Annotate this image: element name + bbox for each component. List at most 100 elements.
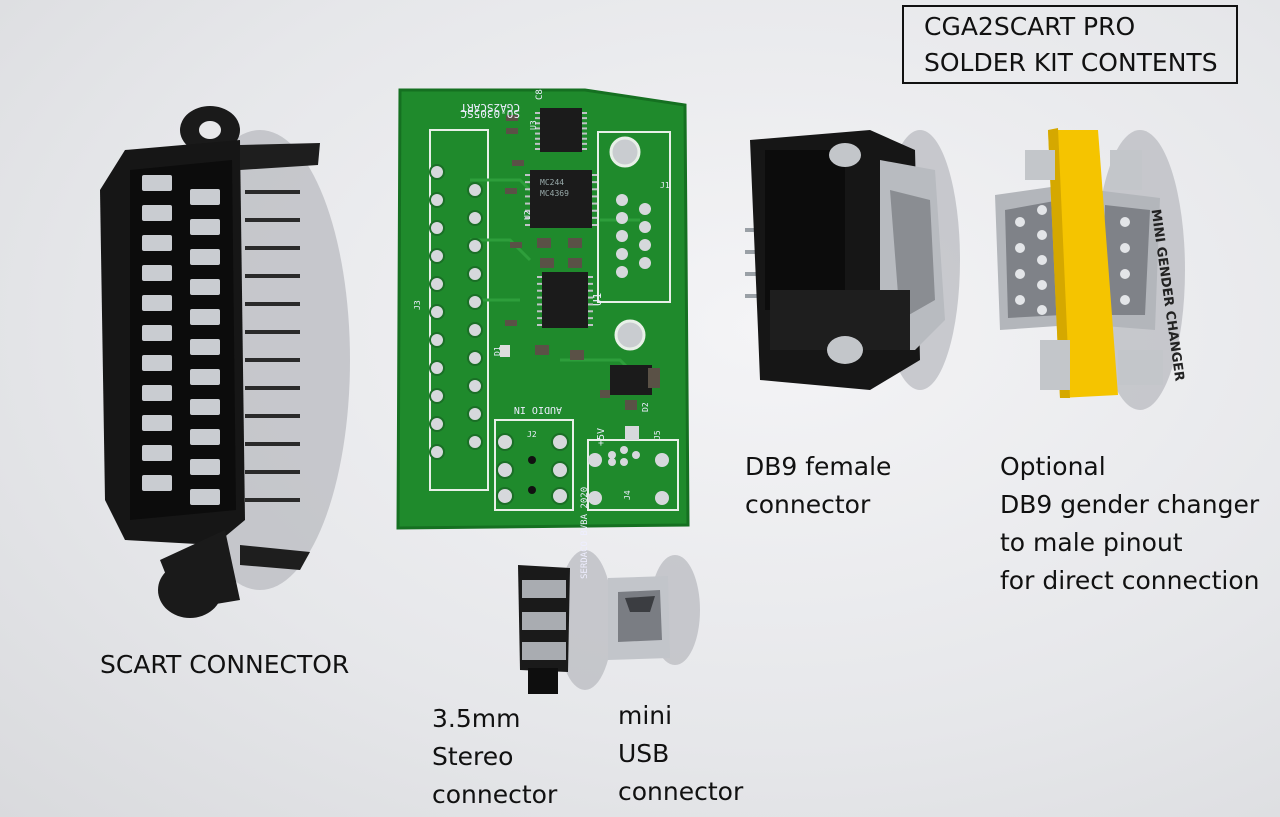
ic-leg: [537, 276, 542, 278]
pcb-pad: [639, 221, 651, 233]
gender-changer-caption: Optional DB9 gender changer to male pino…: [1000, 448, 1260, 600]
usb-caption-line-1: mini: [618, 701, 673, 730]
db9-caption: DB9 female connector: [745, 448, 891, 524]
usb-pad: [608, 458, 616, 466]
ref-c8: C8: [535, 89, 545, 100]
db9-pin: [1015, 269, 1025, 279]
pcb-board-name: CGA2SCART: [460, 101, 520, 114]
ref-j3: J3: [413, 300, 422, 310]
ic-leg: [535, 137, 540, 140]
scart-pin: [142, 355, 172, 371]
scart-pin: [142, 175, 172, 191]
audio-pad: [496, 433, 514, 451]
pcb-pad: [429, 220, 445, 236]
pcb-pad: [467, 322, 483, 338]
audio-pad: [496, 461, 514, 479]
ic-leg: [535, 142, 540, 145]
ic-leg: [535, 148, 540, 150]
scart-leg: [245, 274, 300, 278]
ic-leg: [582, 148, 587, 150]
usb-caption-line-2: USB: [618, 739, 670, 768]
ref-j2: J2: [527, 430, 537, 439]
ic-leg: [582, 112, 587, 114]
pcb-pad: [639, 257, 651, 269]
db9-pin: [1037, 305, 1047, 315]
db9-gender-changer: MINI GENDER CHANGER: [995, 128, 1187, 398]
scart-pin: [190, 369, 220, 385]
ic-leg: [535, 122, 540, 125]
pcb-pad: [467, 210, 483, 226]
pcb-pad: [429, 304, 445, 320]
ic-leg: [592, 181, 597, 184]
ic-u1: [542, 272, 588, 328]
ic-leg: [588, 276, 593, 278]
audio-jack-caption: 3.5mm Stereo connector: [432, 700, 557, 814]
pcb-pad: [429, 164, 445, 180]
audio-pad: [551, 487, 569, 505]
title-line-2: SOLDER KIT CONTENTS: [924, 48, 1218, 77]
pcb-pads-j1: [616, 194, 651, 278]
db9-pin: [1015, 243, 1025, 253]
scart-pin: [142, 235, 172, 251]
usb-pad: [632, 451, 640, 459]
pcb-pad: [616, 230, 628, 242]
db9-pin: [1015, 295, 1025, 305]
ic-leg: [592, 202, 597, 205]
ic-u2: [530, 170, 592, 228]
ic-leg: [537, 296, 542, 299]
pcb-pad: [467, 378, 483, 394]
ic-leg: [525, 174, 530, 176]
pcb-pad: [467, 266, 483, 282]
scart-pin: [190, 189, 220, 205]
ref-u3: U3: [529, 120, 538, 130]
db9-caption-line-2: connector: [745, 490, 871, 519]
ic-leg: [525, 224, 530, 226]
db9-pin: [1037, 205, 1047, 215]
scart-pin: [142, 205, 172, 221]
scart-pin: [142, 325, 172, 341]
scart-legs: [245, 190, 300, 502]
pcb-pad: [429, 388, 445, 404]
ic-leg: [592, 209, 597, 212]
scart-pin: [142, 295, 172, 311]
db9-caption-line-1: DB9 female: [745, 452, 892, 481]
pcb-pad-column-left: [429, 164, 445, 460]
pcb-board: CGA2SCART SO-0305SC AUDIO IN SERDACO BVB…: [396, 88, 690, 579]
scart-pin: [190, 219, 220, 235]
ic-leg: [537, 317, 542, 320]
audio-caption-line-3: connector: [432, 780, 558, 809]
audio-caption-line-1: 3.5mm: [432, 704, 521, 733]
mini-usb-connector: [608, 576, 670, 660]
ic-leg: [582, 127, 587, 130]
pcb-pad: [467, 238, 483, 254]
scart-pin: [190, 489, 220, 505]
audio-pad: [496, 487, 514, 505]
usb-caption-line-3: connector: [618, 777, 744, 806]
usb-pad: [620, 446, 628, 454]
pcb-pad: [616, 266, 628, 278]
ic-leg: [588, 303, 593, 306]
scart-pin: [190, 279, 220, 295]
ref-d1: D1: [493, 346, 502, 356]
ic-leg: [592, 174, 597, 176]
db9-pin: [1120, 295, 1130, 305]
db9-pin: [1037, 230, 1047, 240]
ic-leg: [588, 310, 593, 313]
ic-leg: [535, 127, 540, 130]
usb-pad: [588, 491, 602, 505]
pcb-board-code: SO-0305SC: [460, 107, 520, 120]
ref-u1: U1: [591, 293, 604, 306]
ic-leg: [537, 303, 542, 306]
usb-pad: [588, 453, 602, 467]
scart-pin: [190, 429, 220, 445]
pcb-pad-column-right: [467, 182, 483, 450]
ic-leg: [535, 132, 540, 135]
pcb-pad: [467, 434, 483, 450]
ref-d2: D2: [641, 402, 650, 412]
ic-leg: [588, 282, 593, 285]
audio-hole: [528, 456, 536, 464]
usb-pad: [655, 453, 669, 467]
db9-pin: [1120, 269, 1130, 279]
scart-pin: [142, 415, 172, 431]
gender-caption-line-3: to male pinout: [1000, 528, 1183, 557]
